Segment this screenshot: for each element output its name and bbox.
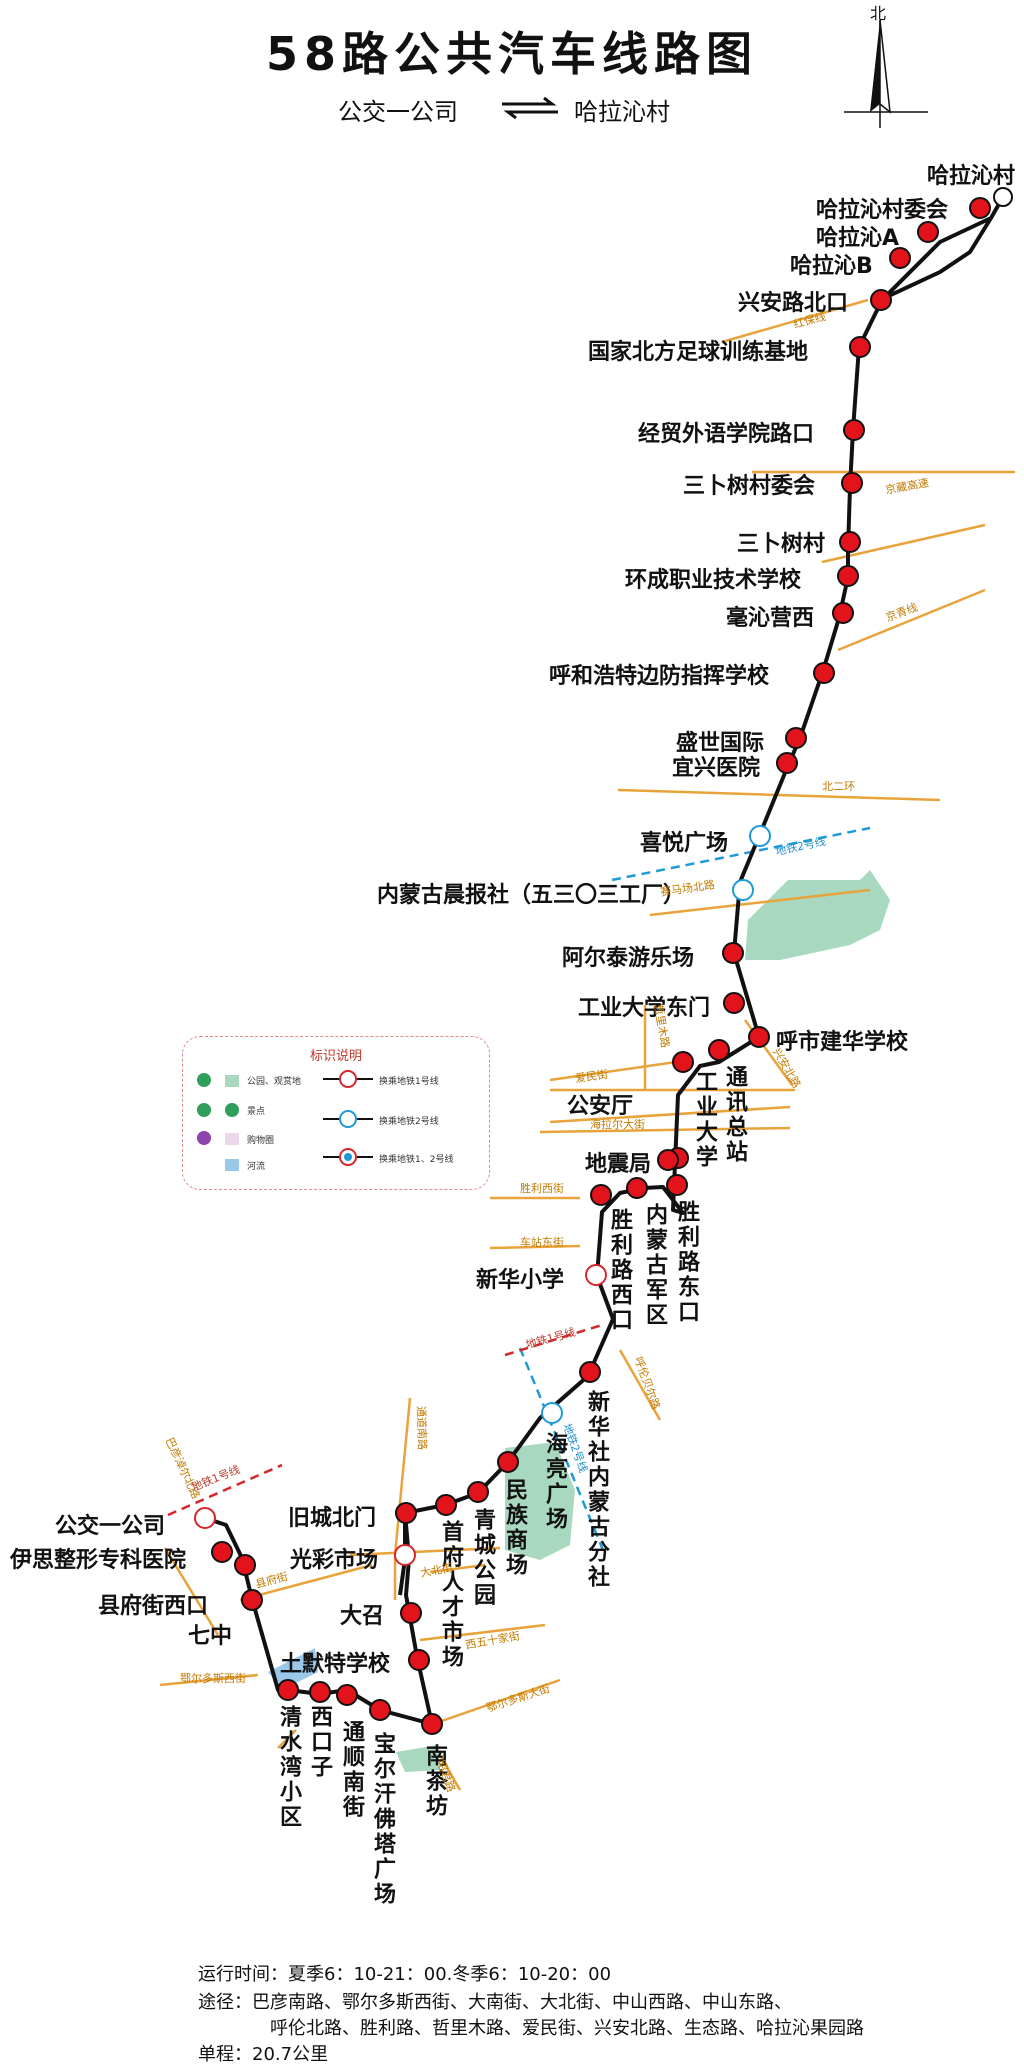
- station-label: 呼和浩特边防指挥学校: [549, 664, 770, 689]
- metro12-transfer-icon: [323, 1147, 373, 1171]
- road-label: 北二环: [822, 780, 855, 793]
- route-via-line2: 呼伦北路、胜利路、哲里木路、爱民街、兴安北路、生态路、哈拉沁果园路: [270, 2018, 864, 2039]
- station-label: 兴安路北口: [738, 291, 849, 316]
- station-label: 工业大学: [692, 1070, 717, 1170]
- station-label: 经贸外语学院路口: [638, 422, 815, 447]
- station-label: 喜悦广场: [640, 831, 729, 856]
- park-swatch: [225, 1075, 239, 1087]
- station-label: 三卜树村委会: [683, 474, 816, 499]
- park-icon: [197, 1073, 211, 1087]
- legend-transfer1-label: 换乘地铁1号线: [379, 1077, 439, 1087]
- scenic-icon: [225, 1103, 239, 1117]
- station-label: 青城公园: [470, 1508, 495, 1608]
- bus-route-branch: [879, 216, 993, 302]
- park-area: [396, 1745, 440, 1772]
- station-label: 公交一公司: [55, 1514, 166, 1539]
- station-label: 民族商场: [502, 1478, 527, 1578]
- station-label: 哈拉沁村: [927, 164, 1016, 189]
- station-label: 西口子: [307, 1705, 332, 1780]
- legend-transfer12-label: 换乘地铁1、2号线: [379, 1155, 454, 1165]
- bus-stops: [194, 187, 1013, 1735]
- operating-hours: 运行时间：夏季6：10-21：00.冬季6：10-20：00: [198, 1964, 612, 1985]
- station-label: 胜利路西口: [607, 1208, 632, 1333]
- station-label: 七中: [188, 1624, 233, 1649]
- station-label: 毫沁营西: [726, 606, 815, 631]
- station-label: 三卜树村: [737, 532, 826, 557]
- road-label: 胜利西街: [520, 1182, 564, 1195]
- station-label: 清水湾小区: [276, 1705, 301, 1830]
- legend-transfer2-label: 换乘地铁2号线: [379, 1117, 439, 1127]
- route-start-label: 公交一公司: [338, 98, 458, 126]
- metro-line-2: [518, 826, 871, 1556]
- station-label: 哈拉沁村委会: [816, 198, 949, 223]
- river: [268, 1648, 318, 1690]
- map-legend: 标识说明 公园、观赏地 景点 购物圈 河流 换乘地铁1号线 换乘地铁2号线 换乘…: [182, 1036, 490, 1190]
- road-label: 海拉尔大街: [590, 1118, 645, 1131]
- legend-title: 标识说明: [309, 1049, 362, 1064]
- station-label: 海亮广场: [542, 1432, 567, 1532]
- road-label: 通道南路: [414, 1405, 429, 1451]
- station-label: 旧城北门: [288, 1506, 377, 1531]
- direction-arrows-icon: [500, 96, 560, 120]
- station-label: 呼市建华学校: [776, 1030, 909, 1055]
- station-label: 哈拉沁B: [790, 254, 873, 279]
- legend-river-label: 河流: [247, 1162, 266, 1172]
- station-label: 工业大学东门: [578, 996, 711, 1021]
- legend-park-label: 公园、观赏地: [247, 1077, 302, 1087]
- station-label: 宝尔汗佛塔广场: [370, 1732, 395, 1907]
- metro1-transfer-icon: [323, 1069, 373, 1093]
- metro-line-1: [167, 1323, 603, 1517]
- station-label: 胜利路东口: [674, 1200, 699, 1325]
- station-label: 内蒙古晨报社（五三〇三工厂）: [377, 883, 686, 908]
- station-label: 伊思整形专科医院: [10, 1548, 187, 1573]
- scenic-icon: [197, 1103, 211, 1117]
- park-area: [505, 1442, 575, 1560]
- river-swatch: [225, 1159, 239, 1171]
- metro2-transfer-icon: [323, 1109, 373, 1133]
- station-label: 哈拉沁A: [816, 226, 900, 251]
- station-label: 新华小学: [476, 1268, 565, 1293]
- station-label: 新华社内蒙古分社: [584, 1390, 609, 1590]
- station-label: 地震局: [585, 1152, 652, 1177]
- legend-shopping-label: 购物圈: [247, 1136, 275, 1146]
- station-label: 盛世国际: [676, 731, 765, 756]
- legend-scenic-label: 景点: [247, 1107, 266, 1117]
- route-end-label: 哈拉沁村: [574, 98, 670, 126]
- shopping-icon: [197, 1131, 211, 1145]
- road-network: [159, 298, 1015, 1791]
- park-area: [745, 870, 890, 960]
- road-label: 鄂尔多斯西街: [180, 1672, 246, 1685]
- station-label: 光彩市场: [290, 1548, 379, 1573]
- station-label: 环成职业技术学校: [625, 568, 802, 593]
- station-label: 土默特学校: [280, 1652, 391, 1677]
- station-label: 国家北方足球训练基地: [588, 340, 809, 365]
- station-label: 大召: [340, 1604, 385, 1629]
- station-label: 首府人才市场: [438, 1520, 463, 1670]
- shopping-swatch: [225, 1133, 239, 1145]
- station-label: 阿尔泰游乐场: [562, 946, 695, 971]
- station-label: 公安厅: [567, 1094, 634, 1119]
- station-label: 宜兴医院: [672, 756, 761, 781]
- route-length: 单程：20.7公里: [198, 2044, 329, 2065]
- compass-icon: [836, 0, 936, 134]
- road-label: 车站东街: [520, 1236, 564, 1249]
- station-label: 南茶坊: [422, 1744, 447, 1819]
- station-label: 内蒙古军区: [642, 1203, 667, 1328]
- station-label: 通顺南街: [339, 1720, 364, 1820]
- station-label: 县府街西口: [98, 1594, 209, 1619]
- station-label: 通讯总站: [722, 1065, 747, 1165]
- north-label: 北: [870, 4, 887, 23]
- route-via-line1: 途径：巴彦南路、鄂尔多斯西街、大南街、大北街、中山西路、中山东路、: [198, 1992, 792, 2013]
- map-title: 58路公共汽车线路图: [265, 27, 758, 81]
